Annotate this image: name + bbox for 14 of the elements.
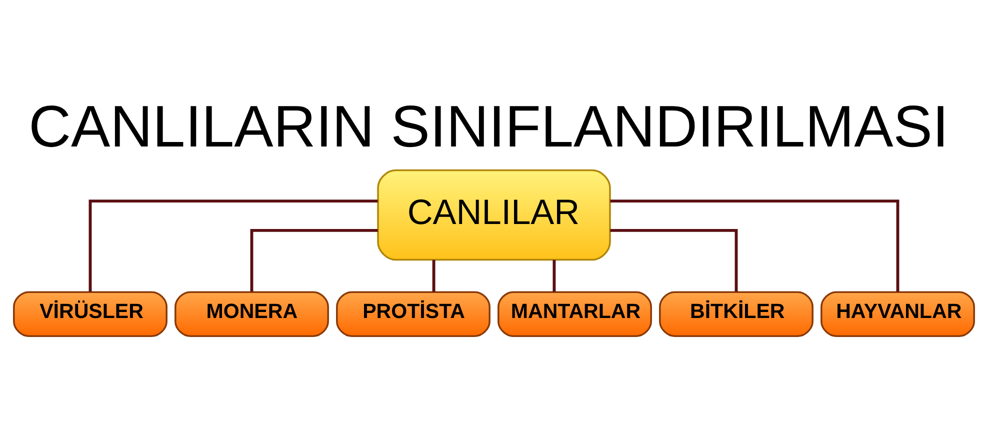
node-box: BİTKİLER [659, 291, 814, 337]
connector [432, 260, 436, 292]
node-box: PROTİSTA [336, 291, 490, 337]
diagram-title: CANLILARIN SINIFLANDIRILMASI [28, 94, 949, 160]
connector [88, 200, 378, 292]
connector [610, 200, 900, 292]
connector [250, 228, 378, 292]
connector [610, 228, 738, 292]
connector [552, 260, 556, 292]
node-box: MANTARLAR [498, 291, 652, 337]
node-box: HAYVANLAR [820, 291, 975, 337]
node-box: MONERA [174, 291, 329, 337]
node-box: VİRÜSLER [13, 291, 168, 337]
node-box: CANLILAR [377, 169, 611, 261]
